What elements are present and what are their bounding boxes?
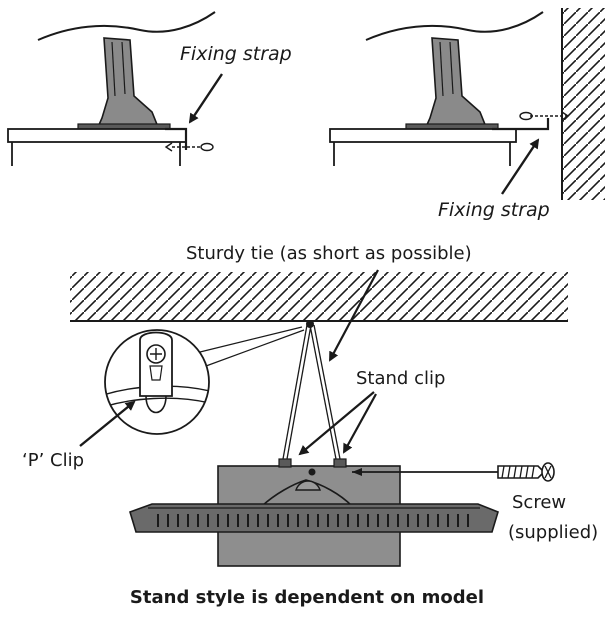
wall-hatch: [563, 8, 605, 200]
fixing-strap-left: [165, 127, 188, 150]
caption: Stand style is dependent on model: [130, 587, 484, 608]
stand-clip-right: [333, 458, 347, 468]
ceiling-hatch: [70, 272, 568, 320]
stand-clip-left: [278, 458, 292, 468]
stand-base-slab: [129, 503, 499, 533]
shelf-left: [7, 128, 187, 143]
fixing-strap-label-left: Fixing strap: [180, 43, 292, 65]
top-right-figure: Fixing strap: [329, 8, 605, 221]
shelf-right: [329, 128, 517, 143]
p-clip-arrow: [79, 400, 136, 447]
magnifier-callout-line-1: [199, 326, 303, 353]
sturdy-tie-cords: [282, 324, 341, 460]
stand-clip-arrow-2: [343, 393, 377, 454]
sturdy-tie-arrow: [329, 269, 379, 362]
fixing-strap-right: [492, 118, 550, 131]
stand-clip-arrow-1: [298, 391, 375, 456]
fixing-strap-arrow-right: [501, 138, 540, 195]
bottom-figure: Sturdy tie (as short as possible): [22, 243, 598, 567]
stand-neck-right: [424, 37, 488, 128]
fixing-strap-label-right: Fixing strap: [438, 199, 550, 221]
stand-base-ribs: [157, 514, 469, 527]
stand-arch: [261, 479, 353, 507]
stand-neck-left: [96, 37, 160, 128]
tv-back-curve-left: [37, 11, 216, 41]
fixing-strap-arrow-left: [188, 73, 223, 124]
screw-icon: [352, 462, 555, 482]
screw-label: Screw: [512, 492, 566, 513]
p-clip-magnifier: [104, 329, 210, 435]
tv-back-curve-right: [365, 11, 544, 41]
magnifier-callout-line-2: [205, 329, 305, 367]
sturdy-tie-label: Sturdy tie (as short as possible): [186, 243, 472, 264]
stand-clip-label: Stand clip: [356, 368, 445, 389]
screw-supplied-label: (supplied): [508, 522, 598, 543]
top-left-figure: Fixing strap: [7, 11, 292, 166]
p-clip-label: ‘P’ Clip: [22, 450, 84, 471]
